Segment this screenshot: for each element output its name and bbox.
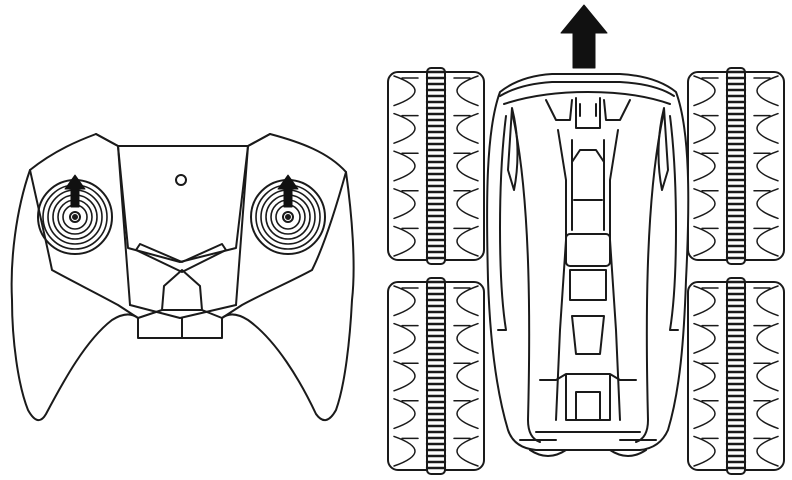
wheel-roller bbox=[693, 188, 779, 220]
right-fin bbox=[657, 107, 669, 191]
left-fin bbox=[507, 107, 519, 191]
tail-wheels bbox=[529, 449, 647, 457]
wheel-roller bbox=[393, 150, 479, 182]
wheel-roller bbox=[693, 360, 779, 392]
wheel bbox=[687, 277, 785, 475]
arrow-up-icon bbox=[560, 4, 608, 69]
center-trigger bbox=[161, 269, 203, 311]
chevron-trim bbox=[135, 243, 227, 273]
joystick-dot bbox=[72, 214, 78, 220]
right-side-panel bbox=[635, 111, 679, 443]
wheel-roller bbox=[393, 75, 479, 107]
wheel-roller bbox=[693, 112, 779, 144]
left-joystick bbox=[37, 174, 113, 255]
wheel bbox=[387, 67, 485, 265]
wheel-roller bbox=[393, 112, 479, 144]
wheel-roller bbox=[393, 225, 479, 257]
wheel bbox=[387, 277, 485, 475]
left-side-panel bbox=[497, 111, 541, 443]
wheel-roller bbox=[393, 188, 479, 220]
wheel bbox=[687, 67, 785, 265]
wheel-roller bbox=[693, 225, 779, 257]
power-indicator bbox=[175, 174, 187, 186]
right-grip-contour bbox=[221, 171, 347, 319]
hood-lines bbox=[545, 97, 631, 129]
wheel-roller bbox=[693, 285, 779, 317]
lower-face-line bbox=[129, 304, 237, 319]
wheel-roller bbox=[693, 150, 779, 182]
right-joystick bbox=[250, 174, 326, 255]
wheel-roller bbox=[393, 285, 479, 317]
wheel-roller bbox=[693, 322, 779, 354]
wheel-roller bbox=[393, 322, 479, 354]
controller-body bbox=[10, 133, 355, 421]
front-bumper bbox=[499, 81, 675, 105]
joystick-center bbox=[69, 211, 81, 223]
wheel-roller bbox=[393, 435, 479, 467]
arrow-up-icon bbox=[64, 174, 86, 208]
wheel-roller bbox=[693, 75, 779, 107]
trigger-bottom bbox=[137, 309, 223, 339]
center-hatch bbox=[565, 233, 611, 267]
wheel-group bbox=[387, 67, 785, 475]
remote-controller bbox=[10, 133, 355, 421]
rear-lines bbox=[519, 373, 657, 441]
wheel-roller bbox=[693, 435, 779, 467]
wheel-roller bbox=[393, 360, 479, 392]
vehicle-body bbox=[486, 73, 690, 451]
wheel-roller bbox=[393, 398, 479, 430]
joystick-dot bbox=[285, 214, 291, 220]
joystick-center bbox=[282, 211, 294, 223]
left-grip-contour bbox=[29, 169, 139, 319]
rc-vehicle bbox=[387, 4, 785, 475]
wheel-roller bbox=[693, 398, 779, 430]
arrow-up-icon bbox=[277, 174, 299, 208]
spine-details bbox=[569, 149, 607, 355]
